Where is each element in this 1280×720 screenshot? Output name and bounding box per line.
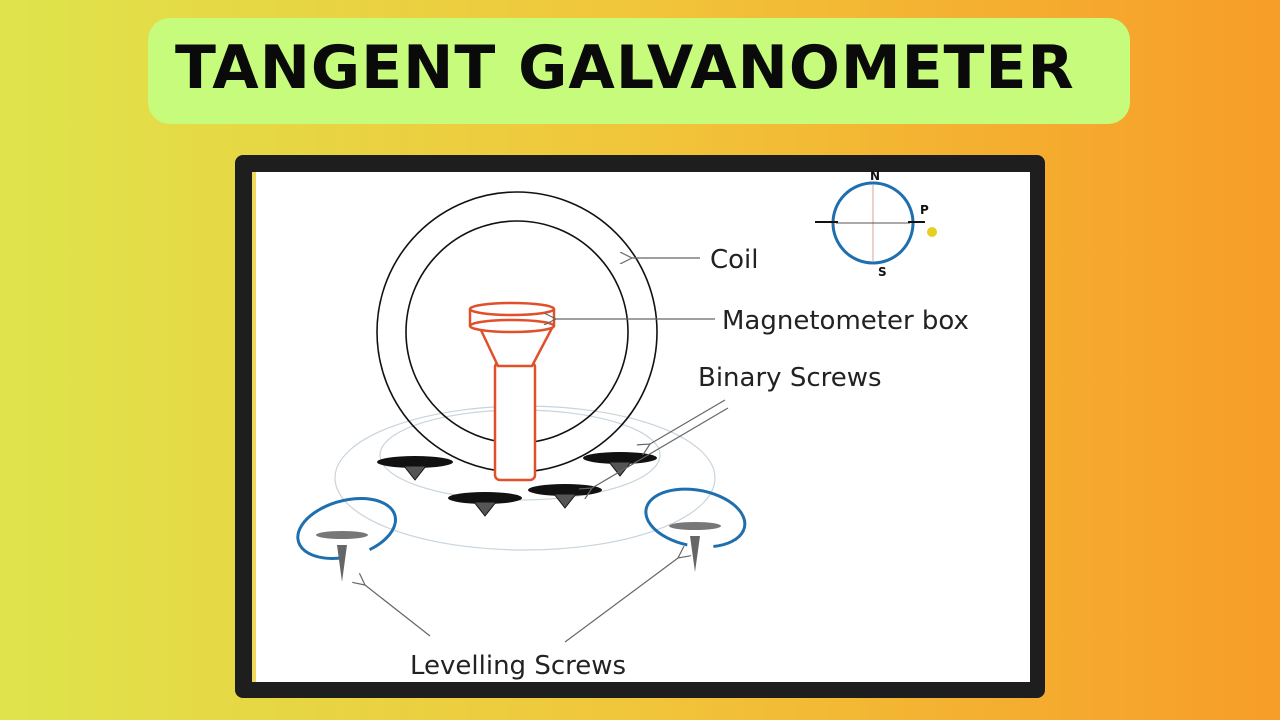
- page-title: TANGENT GALVANOMETER: [175, 33, 1075, 103]
- compass-south-label: S: [878, 265, 887, 279]
- label-binary-screws: Binary Screws: [698, 363, 882, 393]
- pointer-arrows: [365, 258, 729, 643]
- magnetometer-box: [468, 301, 556, 482]
- compass-diagram: N S P: [815, 169, 937, 279]
- compass-p-label: P: [920, 203, 929, 217]
- diagram-canvas: [252, 172, 1030, 682]
- label-levelling-screws: Levelling Screws: [410, 651, 626, 681]
- label-coil: Coil: [710, 245, 759, 275]
- levelling-screws: [296, 487, 747, 582]
- label-magnetometer-box: Magnetometer box: [722, 306, 969, 336]
- title-banner: [148, 18, 1130, 124]
- compass-north-label: N: [870, 169, 880, 183]
